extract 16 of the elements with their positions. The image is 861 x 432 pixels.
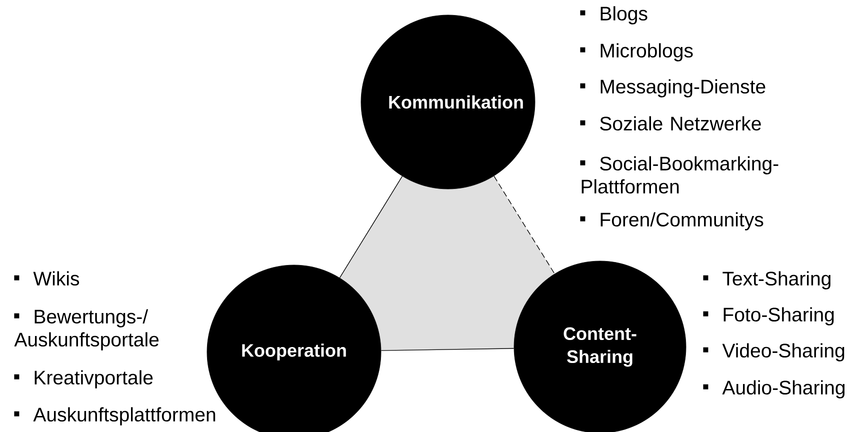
bullet-item: Bewertungs-/ Auskunftsportale xyxy=(14,309,159,350)
bullet-item: Messaging-Dienste xyxy=(580,79,766,98)
bullet-item: Kreativportale xyxy=(14,370,153,388)
bullet-item: Blogs xyxy=(580,6,648,24)
connector-line xyxy=(494,176,555,274)
connector-line xyxy=(380,348,514,351)
bullet-item: Foto-Sharing xyxy=(703,307,834,326)
bullet-item: Social-Bookmarking- Plattformen xyxy=(580,156,778,194)
bullet-item: Wikis xyxy=(14,271,80,286)
bullet-item: Foren/Communitys xyxy=(580,212,764,230)
bullet-item: Audio-Sharing xyxy=(703,380,844,398)
bullet-item: Video-Sharing xyxy=(703,343,844,362)
bullet-item: Soziale Netzwerke xyxy=(580,116,761,131)
bullet-item: Microblogs xyxy=(580,43,693,62)
connector-line xyxy=(339,176,403,278)
bullet-item: Text-Sharing xyxy=(703,271,830,290)
